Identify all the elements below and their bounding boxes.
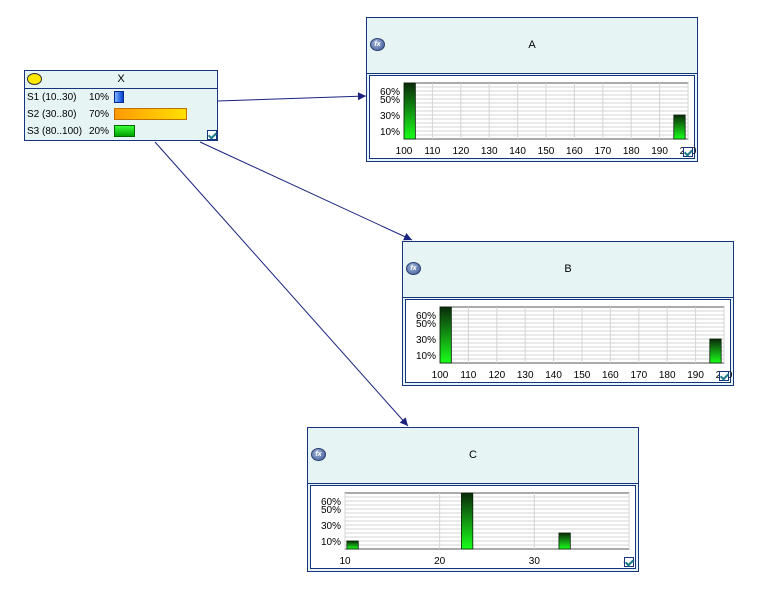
y-tick-label: 10% bbox=[416, 351, 436, 362]
x-tick-label: 10 bbox=[339, 556, 351, 567]
state-bar bbox=[114, 91, 124, 103]
chart-bar bbox=[558, 532, 571, 550]
node-c-title: C bbox=[469, 449, 477, 461]
checkbox-icon[interactable] bbox=[207, 130, 217, 140]
state-row[interactable]: S1 (10..30) 10% bbox=[25, 89, 217, 106]
y-tick-label: 10% bbox=[380, 127, 400, 138]
x-tick-label: 110 bbox=[460, 370, 476, 381]
node-b-chart: 10% 30% 50%60% 100 110 120 130 140 150 160 170 180 1… bbox=[416, 306, 732, 381]
y-tick-label: 50% bbox=[416, 319, 436, 330]
chart-bar bbox=[403, 82, 416, 140]
y-tick-label: 30% bbox=[416, 335, 436, 346]
x-tick-label: 20 bbox=[434, 556, 446, 567]
fx-icon: fx bbox=[370, 38, 385, 51]
x-tick-label: 140 bbox=[545, 370, 562, 381]
checkbox-icon[interactable] bbox=[719, 371, 729, 381]
x-tick-label: 120 bbox=[488, 370, 505, 381]
node-a-header: fx A bbox=[367, 18, 697, 74]
x-tick-label: 110 bbox=[424, 146, 440, 157]
x-tick-label: 150 bbox=[538, 146, 555, 157]
node-c-header: fx C bbox=[308, 428, 638, 484]
y-tick-label: 50% bbox=[380, 95, 400, 106]
x-tick-label: 130 bbox=[517, 370, 534, 381]
node-x[interactable]: X S1 (10..30) 10% S2 (30..80) 70% S3 (80… bbox=[24, 70, 218, 141]
chart-bar bbox=[709, 338, 722, 364]
y-tick-label: 10% bbox=[321, 537, 341, 548]
x-tick-label: 160 bbox=[602, 370, 619, 381]
x-tick-label: 160 bbox=[566, 146, 583, 157]
y-tick-label: 60% bbox=[380, 87, 400, 98]
node-c-chart-panel: 10%30%50%60%10203040 bbox=[310, 485, 636, 569]
x-tick-label: 140 bbox=[509, 146, 526, 157]
chart-bar bbox=[673, 114, 686, 140]
chart-bar bbox=[439, 306, 452, 364]
node-b[interactable]: fx B 10% 30% 50%60% 100 110 120 130 140 150 160 17… bbox=[402, 241, 734, 386]
y-tick-label: 30% bbox=[380, 111, 400, 122]
x-tick-label: 170 bbox=[630, 370, 647, 381]
y-tick-label: 60% bbox=[416, 311, 436, 322]
node-x-title: X bbox=[117, 73, 125, 85]
state-percent: 10% bbox=[88, 92, 109, 103]
chart-bar bbox=[461, 492, 474, 550]
fx-icon: fx bbox=[311, 448, 326, 461]
x-tick-label: 190 bbox=[687, 370, 704, 381]
node-c[interactable]: fx C 10%30%50%60%10203040 bbox=[307, 427, 639, 572]
state-row[interactable]: S2 (30..80) 70% bbox=[25, 106, 217, 123]
checkbox-icon[interactable] bbox=[624, 557, 634, 567]
edge-x-to-c bbox=[154, 141, 409, 427]
node-a[interactable]: fx A 10% 30% 50%60% 100 110 120 130 140 150 160 17… bbox=[366, 17, 698, 162]
state-label: S2 (30..80) bbox=[27, 109, 77, 120]
chance-node-icon bbox=[27, 73, 42, 85]
y-tick-label: 30% bbox=[321, 521, 341, 532]
edge-x-to-a bbox=[217, 92, 367, 102]
x-tick-label: 100 bbox=[432, 370, 449, 381]
y-tick-label: 50% bbox=[321, 505, 341, 516]
node-c-chart: 10%30%50%60%10203040 bbox=[321, 492, 635, 567]
x-tick-label: 130 bbox=[481, 146, 498, 157]
x-tick-label: 180 bbox=[659, 370, 676, 381]
chart-bar bbox=[346, 540, 359, 550]
node-a-chart-panel: 10% 30% 50%60% 100 110 120 130 140 150 160 170 180 1… bbox=[369, 75, 696, 159]
x-tick-label: 170 bbox=[594, 146, 611, 157]
node-x-header: X bbox=[25, 71, 217, 89]
checkbox-icon[interactable] bbox=[683, 147, 693, 157]
x-tick-label: 100 bbox=[396, 146, 413, 157]
fx-icon: fx bbox=[406, 262, 421, 275]
x-tick-label: 150 bbox=[574, 370, 591, 381]
state-percent: 20% bbox=[88, 126, 109, 137]
state-bar bbox=[114, 125, 135, 137]
state-label: S1 (10..30) bbox=[27, 92, 77, 103]
x-tick-label: 30 bbox=[529, 556, 541, 567]
state-percent: 70% bbox=[88, 109, 109, 120]
edge-x-to-b bbox=[199, 141, 413, 241]
state-label: S3 (80..100) bbox=[27, 126, 83, 137]
node-a-chart: 10% 30% 50%60% 100 110 120 130 140 150 160 170 180 1… bbox=[380, 82, 696, 157]
node-b-header: fx B bbox=[403, 242, 733, 298]
node-b-chart-panel: 10% 30% 50%60% 100 110 120 130 140 150 160 170 180 1… bbox=[405, 299, 732, 383]
y-tick-label: 60% bbox=[321, 497, 341, 508]
node-b-title: B bbox=[564, 263, 572, 275]
state-bar bbox=[114, 108, 187, 120]
x-tick-label: 180 bbox=[623, 146, 640, 157]
node-a-title: A bbox=[528, 39, 536, 51]
x-tick-label: 120 bbox=[452, 146, 469, 157]
x-tick-label: 190 bbox=[651, 146, 668, 157]
state-row[interactable]: S3 (80..100) 20% bbox=[25, 123, 217, 140]
